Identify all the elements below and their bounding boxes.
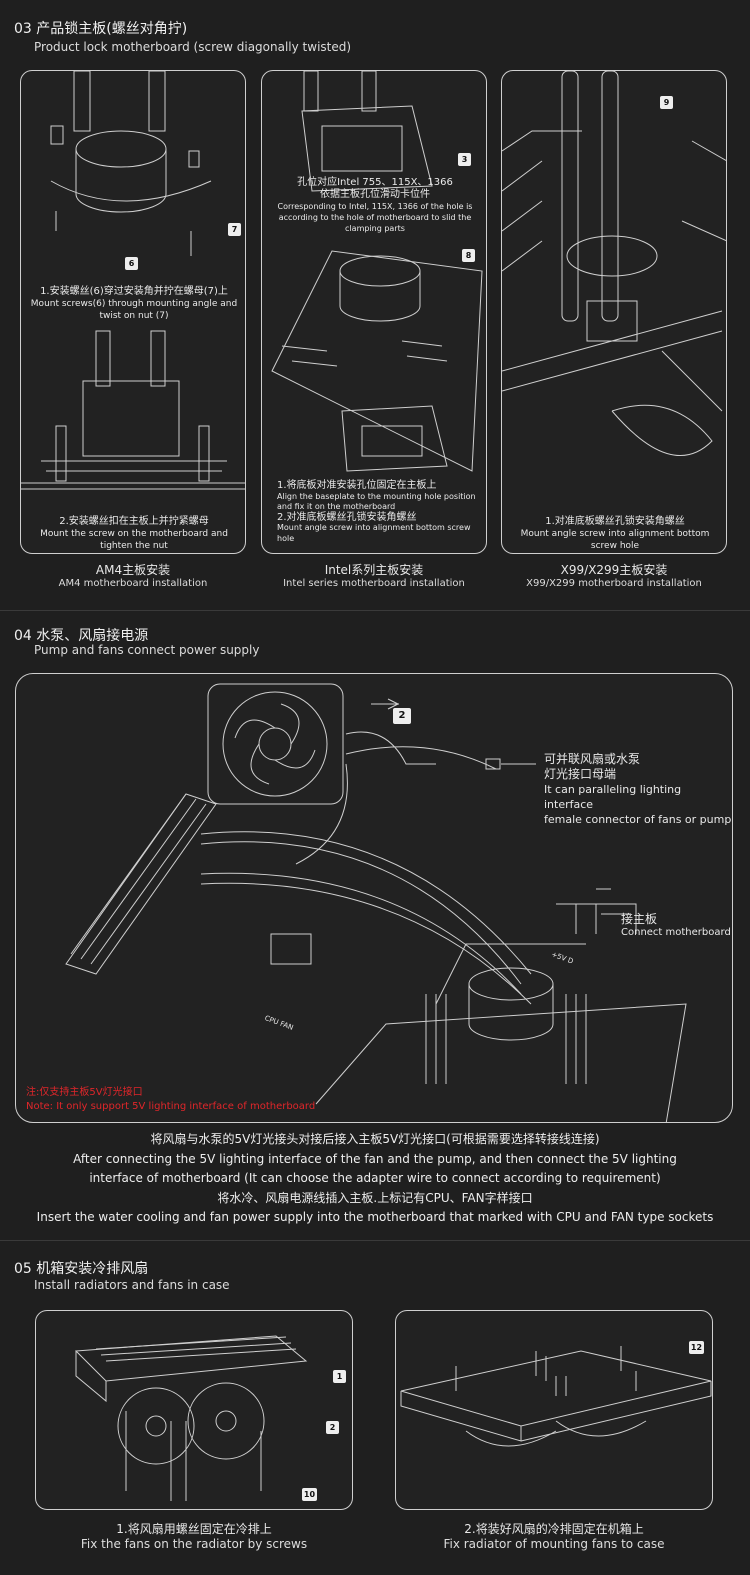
parallel-label-en2: female connector of fans or pump bbox=[544, 813, 732, 826]
section-04-subtitle: Pump and fans connect power supply bbox=[34, 643, 260, 657]
desc-line-3: interface of motherboard (It can choose … bbox=[89, 1171, 661, 1185]
am4-step2-en: Mount the screw on the motherboard and t… bbox=[40, 529, 228, 551]
intel-step2-cn: 2.对准底板螺丝孔锁安装角螺丝 bbox=[277, 511, 417, 523]
desc-line-5: Insert the water cooling and fan power s… bbox=[36, 1210, 714, 1224]
part-tag-9: 9 bbox=[660, 96, 673, 109]
am4-caption-en: AM4 motherboard installation bbox=[58, 578, 208, 589]
intel-note-cn2: 依据主板孔位滑动卡位件 bbox=[320, 189, 430, 200]
part-tag-6: 6 bbox=[125, 257, 138, 270]
intel-step1-en: Align the baseplate to the mounting hole… bbox=[277, 491, 476, 512]
step5-1-caption-en: Fix the fans on the radiator by screws bbox=[80, 1537, 308, 1551]
part-tag-8: 8 bbox=[462, 249, 475, 262]
section-03-title: 03 产品锁主板(螺丝对角拧) bbox=[14, 21, 188, 37]
fans-on-radiator-illustration bbox=[74, 1335, 308, 1501]
parallel-label-en1: It can paralleling lighting interface bbox=[544, 783, 682, 811]
part-tag-10: 10 bbox=[302, 1488, 317, 1501]
intel-caption-cn: Intel系列主板安装 bbox=[324, 563, 424, 577]
parallel-label-cn2: 灯光接口母端 bbox=[544, 767, 617, 781]
intel-caption-en: Intel series motherboard installation bbox=[283, 578, 465, 589]
step5-2-caption-cn: 2.将装好风扇的冷排固定在机箱上 bbox=[464, 1522, 644, 1536]
note-en: Note: It only support 5V lighting interf… bbox=[26, 1101, 316, 1112]
am4-step1-en: Mount screws(6) through mounting angle a… bbox=[30, 299, 238, 321]
intel-step2-en: Mount angle screw into alignment bottom … bbox=[277, 523, 471, 543]
desc-line-1: 将风扇与水泵的5V灯光接头对接后接入主板5V灯光接口(可根据需要选择转接线连接) bbox=[150, 1132, 600, 1146]
part-tag-3: 3 bbox=[458, 153, 471, 166]
step5-1-caption-cn: 1.将风扇用螺丝固定在冷排上 bbox=[116, 1522, 272, 1536]
am4-caption-cn: AM4主板安装 bbox=[95, 563, 171, 577]
motherboard-label-cn: 接主板 bbox=[621, 912, 658, 926]
part-tag-7: 7 bbox=[228, 223, 241, 236]
section-04-title: 04 水泵、风扇接电源 bbox=[14, 628, 149, 644]
am4-illustration bbox=[21, 71, 245, 490]
section-divider bbox=[0, 1240, 750, 1241]
section-03-subtitle: Product lock motherboard (screw diagonal… bbox=[34, 40, 352, 54]
radiator-in-case-illustration bbox=[400, 1346, 712, 1447]
x99-caption-en: X99/X299 motherboard installation bbox=[526, 578, 702, 589]
desc-line-4: 将水冷、风扇电源线插入主板.上标记有CPU、FAN字样接口 bbox=[217, 1190, 533, 1205]
x99-step1-en: Mount angle screw into alignment bottom … bbox=[520, 529, 710, 551]
x99-panel: 9 1.对准底板螺丝孔锁安装角螺丝 Mount angle screw into… bbox=[501, 70, 727, 554]
motherboard-label-en: Connect motherboard bbox=[621, 927, 731, 938]
x99-illustration bbox=[502, 71, 726, 456]
am4-step2-cn: 2.安装螺丝扣在主板上并拧紧螺母 bbox=[59, 516, 209, 527]
power-connection-illustration bbox=[65, 683, 687, 1122]
desc-line-2: After connecting the 5V lighting interfa… bbox=[73, 1151, 677, 1166]
note-cn: 注:仅支持主板5V灯光接口 bbox=[26, 1087, 143, 1098]
part-tag-1: 1 bbox=[333, 1370, 346, 1383]
intel-panel: 3 8 孔位对应Intel 755、115X、1366 依据主板孔位滑动卡位件 … bbox=[261, 70, 487, 554]
part-tag-2: 2 bbox=[393, 708, 411, 724]
fans-on-radiator-panel: 1 2 10 bbox=[35, 1310, 353, 1510]
x99-step1-cn: 1.对准底板螺丝孔锁安装角螺丝 bbox=[545, 516, 685, 527]
power-connection-panel: 2 可并联风扇或水泵 灯光接口母端 It can paralleling lig… bbox=[15, 673, 733, 1123]
step5-2-caption-en: Fix radiator of mounting fans to case bbox=[443, 1537, 665, 1551]
radiator-in-case-panel: 12 bbox=[395, 1310, 713, 1510]
parallel-label-cn1: 可并联风扇或水泵 bbox=[544, 752, 641, 766]
intel-note-en: Corresponding to Intel, 115X, 1366 of th… bbox=[277, 202, 473, 233]
part-tag-12: 12 bbox=[689, 1341, 704, 1354]
x99-caption-cn: X99/X299主板安装 bbox=[560, 563, 668, 577]
part-tag-2: 2 bbox=[326, 1421, 339, 1434]
section-05-subtitle: Install radiators and fans in case bbox=[34, 1278, 230, 1292]
intel-step1-cn: 1.将底板对准安装孔位固定在主板上 bbox=[277, 480, 437, 491]
intel-note-cn1: 孔位对应Intel 755、115X、1366 bbox=[297, 177, 453, 188]
intel-illustration bbox=[271, 71, 483, 472]
section-divider bbox=[0, 610, 750, 611]
am4-step1-cn: 1.安装螺丝(6)穿过安装角并拧在螺母(7)上 bbox=[40, 286, 228, 297]
section-05-title: 05 机箱安装冷排风扇 bbox=[14, 1261, 149, 1277]
am4-panel: 6 7 1.安装螺丝(6)穿过安装角并拧在螺母(7)上 Mount screws… bbox=[20, 70, 246, 554]
